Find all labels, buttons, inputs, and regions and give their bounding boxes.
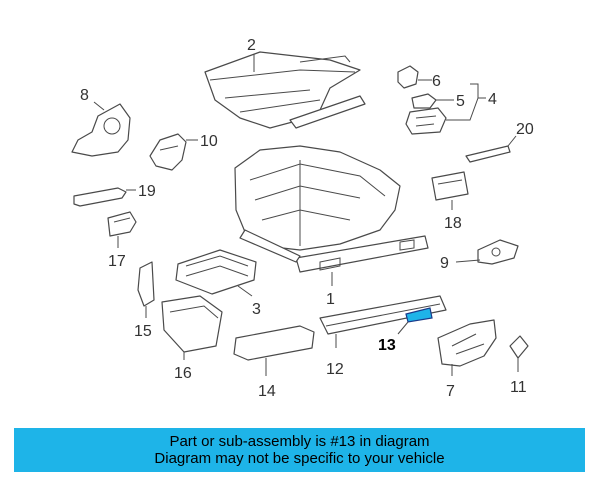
part-5-clip xyxy=(411,93,437,109)
callout-2: 2 xyxy=(247,37,256,54)
leader-20 xyxy=(507,135,517,147)
callout-19: 19 xyxy=(138,183,156,200)
part-7-cover xyxy=(437,319,497,367)
leader-3 xyxy=(237,285,253,297)
callout-17: 17 xyxy=(108,253,126,270)
leader-13 xyxy=(397,321,409,335)
part-10-cover xyxy=(149,133,187,171)
callout-5: 5 xyxy=(456,93,465,110)
part-15-bracket xyxy=(137,261,155,307)
part-2-seat-track xyxy=(204,51,366,129)
part-9-latch xyxy=(477,239,519,265)
callout-10: 10 xyxy=(200,133,218,150)
callout-12: 12 xyxy=(326,361,344,378)
leader-8 xyxy=(93,101,105,111)
part-3-tray xyxy=(175,249,257,295)
info-banner: Part or sub-assembly is #13 in diagram D… xyxy=(14,428,585,472)
callout-1: 1 xyxy=(326,291,335,308)
callout-15: 15 xyxy=(134,323,152,340)
part-19-handle xyxy=(73,187,127,207)
callout-18: 18 xyxy=(444,215,462,232)
part-18-cover xyxy=(431,171,469,201)
callout-16: 16 xyxy=(174,365,192,382)
part-1-cushion-frame xyxy=(234,145,429,273)
leader-9 xyxy=(455,259,481,263)
banner-line-2: Diagram may not be specific to your vehi… xyxy=(154,450,445,467)
part-14-trim xyxy=(233,325,315,361)
callout-8: 8 xyxy=(80,87,89,104)
part-12-side-trim xyxy=(319,295,447,335)
callout-9: 9 xyxy=(440,255,449,272)
callout-20: 20 xyxy=(516,121,534,138)
callout-3: 3 xyxy=(252,301,261,318)
callout-4: 4 xyxy=(488,91,497,108)
callout-7: 7 xyxy=(446,383,455,400)
part-6-clip xyxy=(397,65,419,89)
banner-line-1: Part or sub-assembly is #13 in diagram xyxy=(169,433,430,450)
part-13-highlighted xyxy=(405,307,433,323)
part-17-clip xyxy=(107,211,137,237)
callout-6: 6 xyxy=(432,73,441,90)
part-8-side-shield xyxy=(71,103,131,157)
part-11-clip xyxy=(509,335,529,359)
callout-11: 11 xyxy=(510,379,527,396)
callout-13: 13 xyxy=(378,337,396,354)
part-20-rod xyxy=(465,145,511,163)
parts-diagram: 2 6 5 4 8 10 1 20 xyxy=(71,37,534,400)
callout-14: 14 xyxy=(258,383,276,400)
part-4-bracket xyxy=(405,107,447,135)
part-16-storage-box xyxy=(161,295,223,353)
